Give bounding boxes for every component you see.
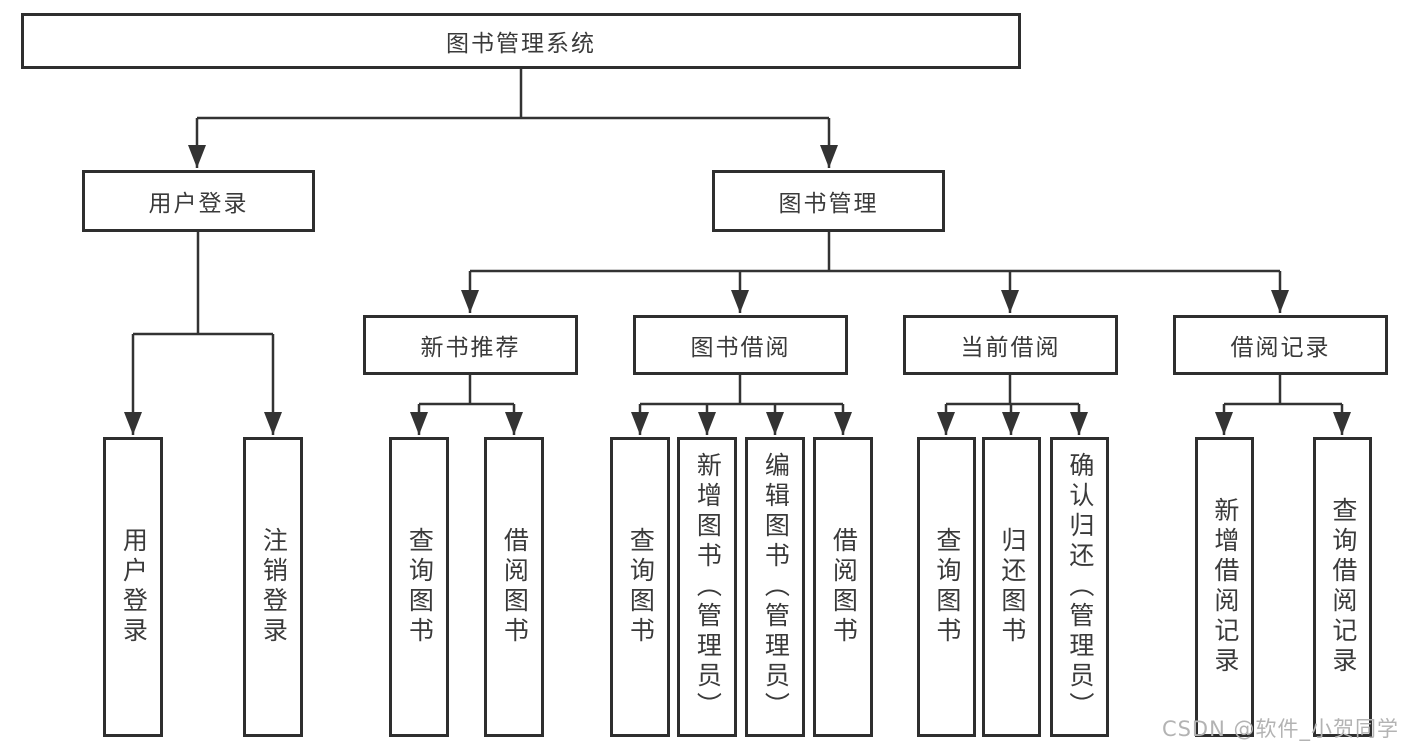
node-book-management-label: 图书管理 xyxy=(778,191,879,217)
node-root-label: 图书管理系统 xyxy=(446,31,596,57)
connector-arrows xyxy=(124,118,1351,435)
leaf-add-book-admin-label: 新增图书（管理员） xyxy=(693,452,723,722)
leaf-edit-book-admin: 编辑图书（管理员） xyxy=(745,437,805,737)
node-borrow-records-label: 借阅记录 xyxy=(1230,335,1331,361)
leaf-borrow-book-1-label: 借阅图书 xyxy=(500,527,530,647)
node-book-management: 图书管理 xyxy=(712,170,945,232)
leaf-query-book-2: 查询图书 xyxy=(610,437,670,737)
leaf-logout-label: 注销登录 xyxy=(259,527,289,647)
node-book-borrow: 图书借阅 xyxy=(633,315,848,375)
leaf-return-book-label: 归还图书 xyxy=(997,527,1027,647)
leaf-add-borrow-record-label: 新增借阅记录 xyxy=(1210,497,1240,677)
connector-skeleton xyxy=(133,69,1342,406)
leaf-logout: 注销登录 xyxy=(243,437,303,737)
leaf-borrow-book-1: 借阅图书 xyxy=(484,437,544,737)
leaf-query-book-3: 查询图书 xyxy=(917,437,976,737)
leaf-confirm-return-admin: 确认归还（管理员） xyxy=(1050,437,1109,737)
node-borrow-records: 借阅记录 xyxy=(1173,315,1388,375)
leaf-query-borrow-record: 查询借阅记录 xyxy=(1313,437,1372,737)
leaf-query-borrow-record-label: 查询借阅记录 xyxy=(1328,497,1358,677)
node-user-login: 用户登录 xyxy=(82,170,315,232)
leaf-user-login: 用户登录 xyxy=(103,437,163,737)
node-root: 图书管理系统 xyxy=(21,13,1021,69)
csdn-watermark: CSDN @软件_小贺同学 xyxy=(1161,717,1399,741)
node-user-login-label: 用户登录 xyxy=(148,191,249,217)
leaf-borrow-book-2-label: 借阅图书 xyxy=(829,527,859,647)
node-current-borrow: 当前借阅 xyxy=(903,315,1118,375)
leaf-user-login-label: 用户登录 xyxy=(119,527,149,647)
leaf-query-book-1: 查询图书 xyxy=(389,437,449,737)
node-current-borrow-label: 当前借阅 xyxy=(960,335,1061,361)
leaf-query-book-1-label: 查询图书 xyxy=(405,527,435,647)
leaf-edit-book-admin-label: 编辑图书（管理员） xyxy=(761,452,791,722)
node-book-borrow-label: 图书借阅 xyxy=(690,335,791,361)
leaf-query-book-2-label: 查询图书 xyxy=(626,527,656,647)
leaf-return-book: 归还图书 xyxy=(982,437,1041,737)
leaf-query-book-3-label: 查询图书 xyxy=(932,527,962,647)
leaf-add-borrow-record: 新增借阅记录 xyxy=(1195,437,1254,737)
leaf-borrow-book-2: 借阅图书 xyxy=(813,437,873,737)
node-new-book-recommend: 新书推荐 xyxy=(363,315,578,375)
node-new-book-recommend-label: 新书推荐 xyxy=(420,335,521,361)
leaf-add-book-admin: 新增图书（管理员） xyxy=(677,437,737,737)
leaf-confirm-return-admin-label: 确认归还（管理员） xyxy=(1065,452,1095,722)
